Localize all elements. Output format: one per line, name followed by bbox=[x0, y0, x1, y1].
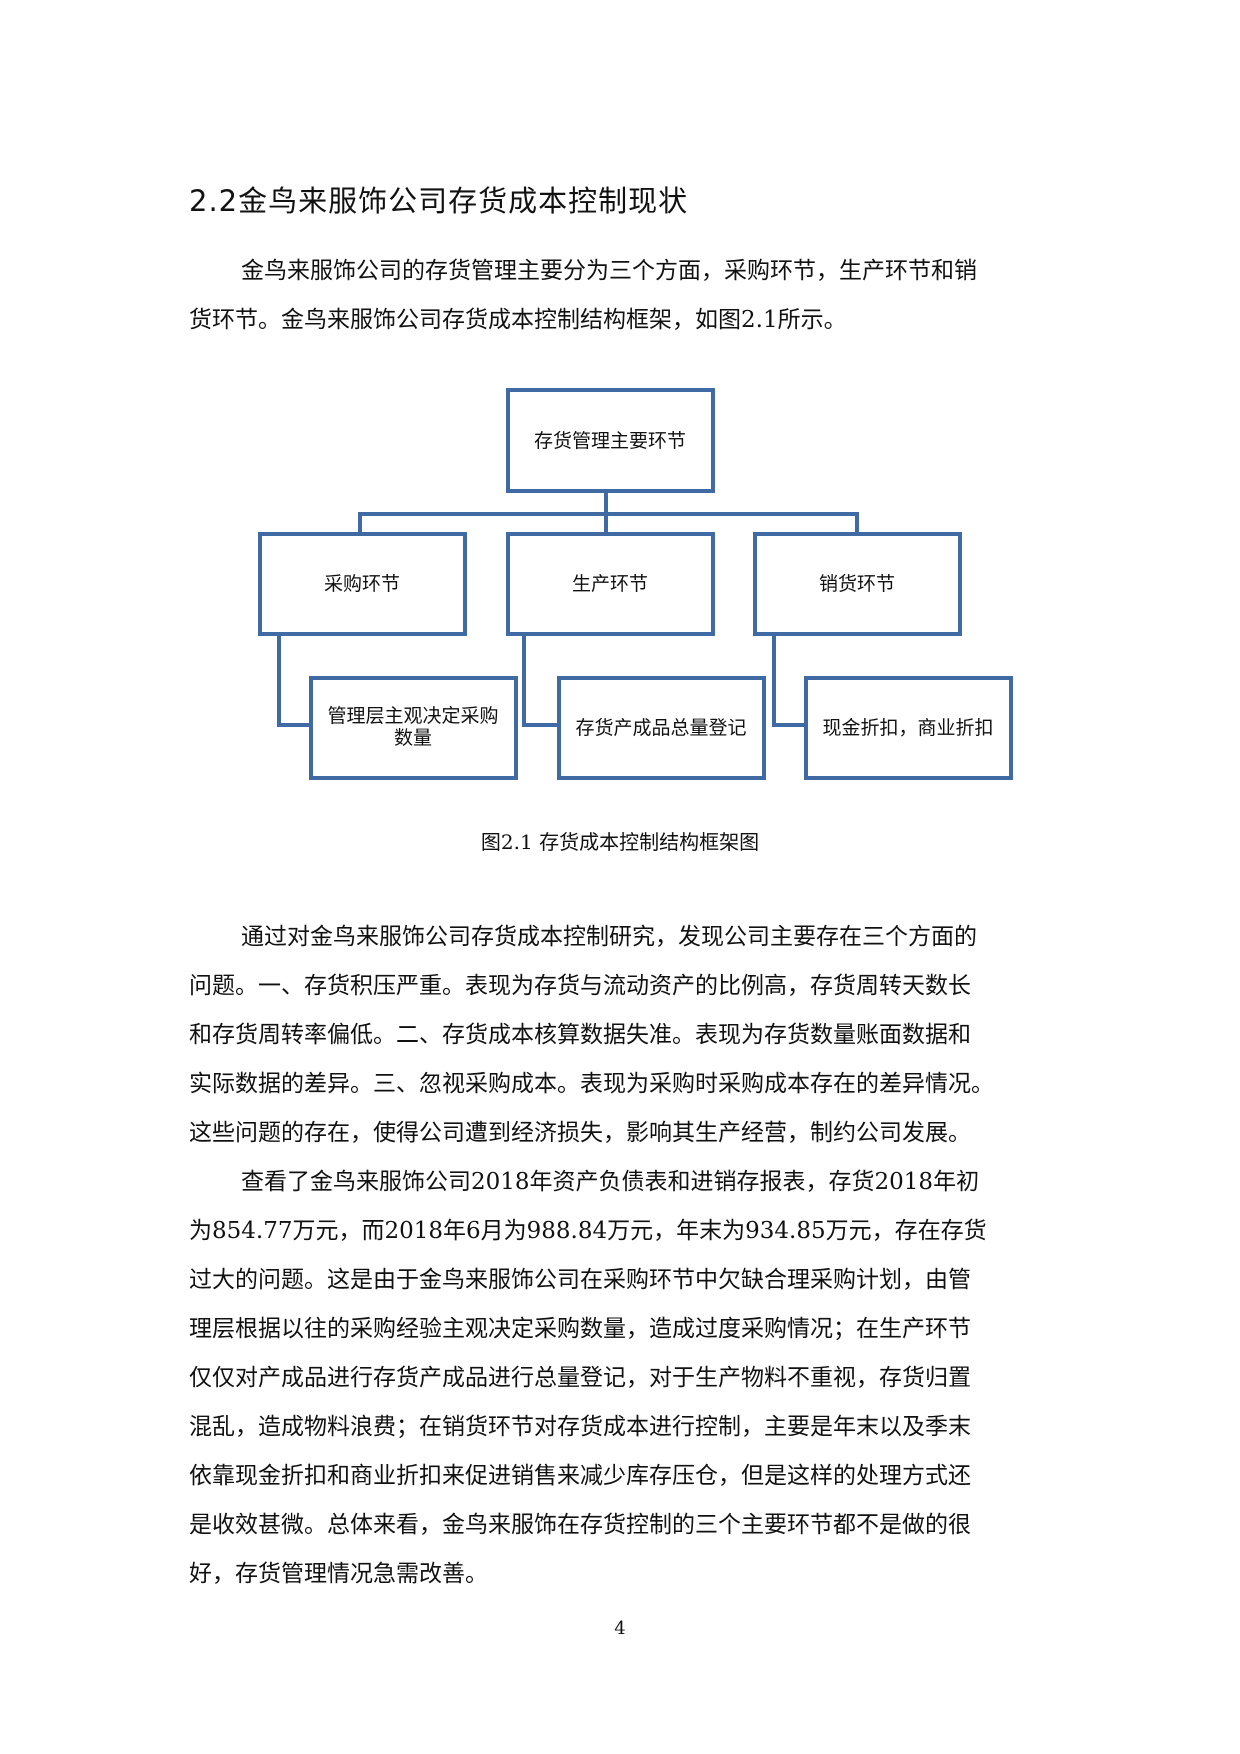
text-line: 好，存货管理情况急需改善。 bbox=[189, 1561, 488, 1587]
purchase-detail-line1: 管理层主观决定采购 bbox=[327, 705, 498, 727]
text-line: 货环节。金鸟来服饰公司存货成本控制结构框架，如图2.1所示。 bbox=[189, 307, 847, 333]
connector-line bbox=[277, 634, 311, 727]
body-paragraph-2: 查看了金鸟来服饰公司2018年资产负债表和进销存报表，存货2018年初 为854… bbox=[189, 1158, 1061, 1599]
purchase-box: 采购环节 bbox=[258, 532, 467, 636]
connector-line bbox=[522, 634, 559, 727]
text-line: 混乱，造成物料浪费；在销货环节对存货成本进行控制，主要是年末以及季末 bbox=[189, 1414, 971, 1440]
purchase-detail-box: 管理层主观决定采购 数量 bbox=[309, 676, 518, 780]
text-line: 查看了金鸟来服饰公司2018年资产负债表和进销存报表，存货2018年初 bbox=[241, 1169, 980, 1195]
page-number: 4 bbox=[614, 1618, 626, 1639]
text-line: 问题。一、存货积压严重。表现为存货与流动资产的比例高，存货周转天数长 bbox=[189, 973, 971, 999]
text-line: 理层根据以往的采购经验主观决定采购数量，造成过度采购情况；在生产环节 bbox=[189, 1316, 971, 1342]
root-box: 存货管理主要环节 bbox=[506, 388, 715, 493]
text-line: 为854.77万元，而2018年6月为988.84万元，年末为934.85万元，… bbox=[189, 1218, 987, 1244]
connector-line bbox=[772, 634, 806, 727]
sales-detail-box: 现金折扣，商业折扣 bbox=[804, 676, 1013, 780]
diagram-connectors bbox=[277, 491, 859, 727]
root-box-label: 存货管理主要环节 bbox=[534, 430, 686, 452]
text-line: 通过对金鸟来服饰公司存货成本控制研究，发现公司主要存在三个方面的 bbox=[241, 924, 977, 950]
sales-detail-label: 现金折扣，商业折扣 bbox=[822, 717, 993, 739]
section-heading: 2.2金鸟来服饰公司存货成本控制现状 bbox=[189, 184, 689, 218]
production-box-label: 生产环节 bbox=[572, 573, 648, 595]
figure-caption: 图2.1 存货成本控制结构框架图 bbox=[480, 830, 760, 854]
intro-paragraph: 金鸟来服饰公司的存货管理主要分为三个方面，采购环节，生产环节和销 货环节。金鸟来… bbox=[189, 247, 1061, 345]
text-line: 依靠现金折扣和商业折扣来促进销售来减少库存压仓，但是这样的处理方式还 bbox=[189, 1463, 971, 1489]
production-detail-box: 存货产成品总量登记 bbox=[557, 676, 766, 780]
purchase-box-label: 采购环节 bbox=[324, 573, 400, 595]
production-detail-label: 存货产成品总量登记 bbox=[575, 717, 746, 739]
text-line: 和存货周转率偏低。二、存货成本核算数据失准。表现为存货数量账面数据和 bbox=[189, 1022, 971, 1048]
sales-box-label: 销货环节 bbox=[819, 573, 895, 595]
sales-box: 销货环节 bbox=[753, 532, 962, 636]
text-line: 过大的问题。这是由于金鸟来服饰公司在采购环节中欠缺合理采购计划，由管 bbox=[189, 1267, 971, 1293]
text-line: 金鸟来服饰公司的存货管理主要分为三个方面，采购环节，生产环节和销 bbox=[241, 258, 977, 284]
purchase-detail-line2: 数量 bbox=[394, 727, 432, 749]
production-box: 生产环节 bbox=[506, 532, 715, 636]
text-line: 仅仅对产成品进行存货产成品进行总量登记，对于生产物料不重视，存货归置 bbox=[189, 1365, 971, 1391]
text-line: 实际数据的差异。三、忽视采购成本。表现为采购时采购成本存在的差异情况。 bbox=[189, 1071, 994, 1097]
body-paragraph-1: 通过对金鸟来服饰公司存货成本控制研究，发现公司主要存在三个方面的 问题。一、存货… bbox=[189, 913, 1061, 1158]
text-line: 这些问题的存在，使得公司遭到经济损失，影响其生产经营，制约公司发展。 bbox=[189, 1120, 971, 1146]
text-line: 是收效甚微。总体来看，金鸟来服饰在存货控制的三个主要环节都不是做的很 bbox=[189, 1512, 971, 1538]
